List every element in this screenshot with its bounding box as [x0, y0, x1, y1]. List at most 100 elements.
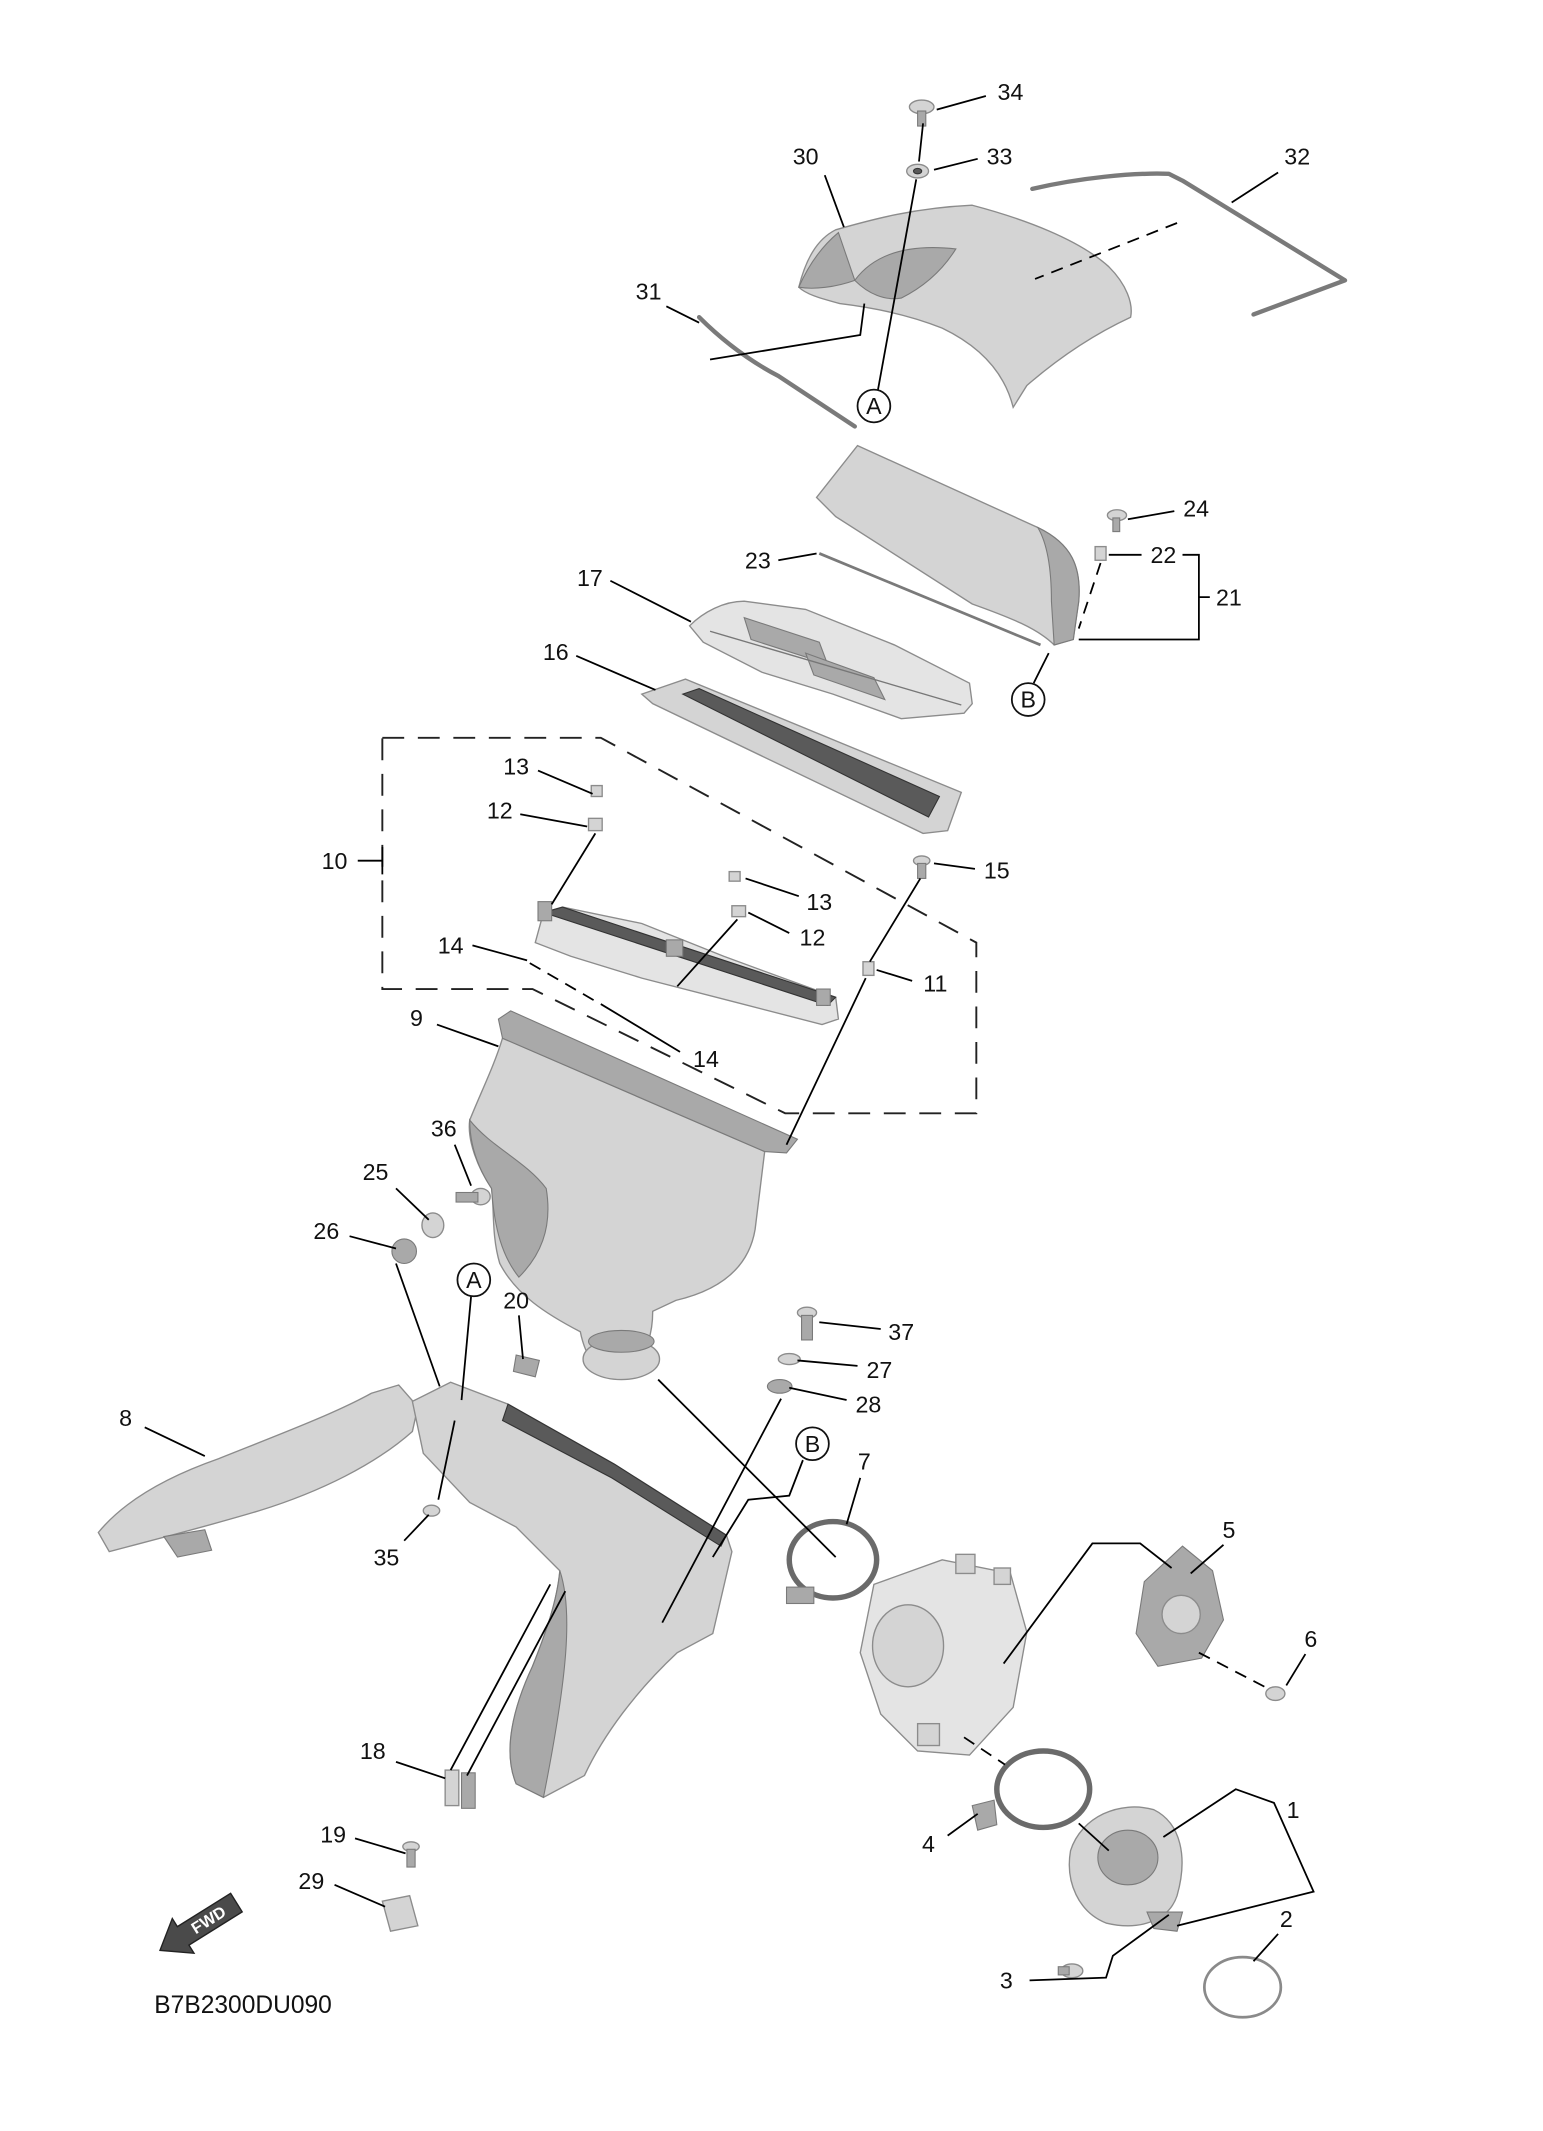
diagram-code: B7B2300DU090 [154, 1992, 332, 2019]
leader-14-low [600, 1003, 681, 1053]
washer-33 [906, 163, 930, 179]
element-holder-17-rib [709, 630, 962, 706]
callout-23: 23 [745, 547, 771, 573]
rod-23 [818, 552, 1042, 647]
leader-30 [823, 174, 845, 228]
leader-29 [334, 1883, 386, 1908]
frame-14-boss-right [816, 988, 831, 1006]
intake-duct-lower [411, 1381, 733, 1799]
leader-11 [876, 969, 913, 982]
callout-7: 7 [858, 1449, 871, 1475]
ref-marker-a-bottom-letter: A [466, 1267, 482, 1293]
callout-31: 31 [636, 278, 662, 304]
leader-12-mid [747, 911, 790, 934]
air-box-case-9 [468, 1010, 799, 1381]
callout-11: 11 [923, 971, 947, 997]
line-15-to-11 [869, 877, 922, 963]
upper-case-panel-side [1036, 526, 1080, 646]
callout-5: 5 [1222, 1517, 1235, 1543]
callout-20: 20 [503, 1288, 529, 1314]
screw-24 [1106, 509, 1128, 533]
callout-24: 24 [1183, 496, 1209, 522]
leader-31 [665, 305, 700, 324]
line-18-a [449, 1583, 552, 1771]
leader-36 [453, 1144, 472, 1186]
callout-6: 6 [1304, 1626, 1317, 1652]
joint-1-opening [1097, 1829, 1159, 1886]
fwd-arrow-shape [159, 1892, 244, 1955]
callout-14-low: 14 [693, 1046, 719, 1072]
screw-3-shaft [1057, 1966, 1070, 1976]
throttle-body-boss-a [955, 1553, 976, 1575]
clamp-7-screw [785, 1586, 815, 1605]
upper-case-panel [815, 444, 1080, 646]
joint-1-flange [1146, 1911, 1184, 1932]
line-35-to-duct [437, 1420, 456, 1500]
intake-duct-8-body [97, 1384, 419, 1553]
callout-34: 34 [998, 79, 1024, 105]
leader-17 [609, 579, 692, 623]
ref-marker-b-bottom: B [795, 1426, 830, 1462]
callout-12-mid: 12 [800, 924, 826, 950]
callout-14-left: 14 [438, 933, 464, 959]
callout-25: 25 [363, 1159, 389, 1185]
air-box-case-9-body [468, 1037, 766, 1378]
leader-23 [778, 552, 817, 562]
air-box-case-9-rim [497, 1010, 799, 1154]
callout-28: 28 [856, 1391, 882, 1417]
callout-12-top: 12 [487, 797, 513, 823]
line-12-top-to-frame [550, 832, 597, 905]
grommet-26 [391, 1238, 418, 1265]
line-26-to-duct [395, 1263, 441, 1387]
ref-marker-b-bottom-letter: B [805, 1431, 820, 1457]
joint-1 [1068, 1806, 1184, 1932]
line-14-frame [529, 962, 599, 1004]
bolt-19 [402, 1841, 420, 1868]
leader-12-top [520, 813, 588, 828]
line-throttle-to-4 [963, 1736, 1006, 1766]
throttle-body [859, 1553, 1028, 1756]
callout-33: 33 [987, 143, 1013, 169]
ref-marker-b-top-circle [1010, 682, 1046, 717]
callout-1: 1 [1287, 1797, 1300, 1823]
callout-10: 10 [322, 848, 348, 874]
callout-2: 2 [1280, 1906, 1293, 1932]
screw-35 [422, 1504, 441, 1517]
leader-6 [1285, 1653, 1307, 1686]
intake-duct-8-tab [162, 1529, 213, 1558]
callouts: 34 33 30 32 31 24 23 22 21 17 16 13 12 1… [119, 79, 1317, 1993]
callout-15: 15 [984, 857, 1010, 883]
callout-18: 18 [360, 1738, 386, 1764]
collar-11 [862, 961, 875, 977]
ref-marker-a-top-circle [856, 388, 892, 424]
clamp-18 [444, 1769, 476, 1809]
callout-26: 26 [313, 1218, 339, 1244]
ref-marker-b-bottom-circle [795, 1426, 830, 1462]
cover-30-recess [854, 247, 957, 300]
ref-marker-a-top: A [856, 388, 892, 424]
callout-8: 8 [119, 1405, 132, 1431]
leader-27 [797, 1359, 858, 1367]
frame-14 [534, 901, 840, 1026]
leader-13-top [537, 769, 593, 795]
washer-33-hole [912, 167, 923, 175]
line-18-b [466, 1590, 567, 1776]
callout-21: 21 [1216, 584, 1242, 610]
clamp-4-band [994, 1748, 1093, 1831]
frame-14-boss-mid [665, 939, 684, 957]
air-filter-element-16-mesh [681, 688, 941, 818]
screw-34-shaft [917, 110, 927, 127]
leader-2 [1252, 1933, 1279, 1962]
air-filter-element-16-frame [640, 678, 963, 835]
callout-17: 17 [577, 565, 603, 591]
bolt-37 [796, 1306, 818, 1341]
callout-19: 19 [320, 1821, 346, 1847]
callout-22: 22 [1150, 542, 1176, 568]
parts-layer [97, 99, 1348, 2019]
frame-14-top-bar [541, 906, 837, 1007]
screw-13-top [590, 784, 603, 798]
screw-34 [908, 99, 935, 127]
leader-8 [144, 1426, 206, 1457]
callout-32: 32 [1284, 143, 1310, 169]
leader-19 [354, 1837, 406, 1855]
